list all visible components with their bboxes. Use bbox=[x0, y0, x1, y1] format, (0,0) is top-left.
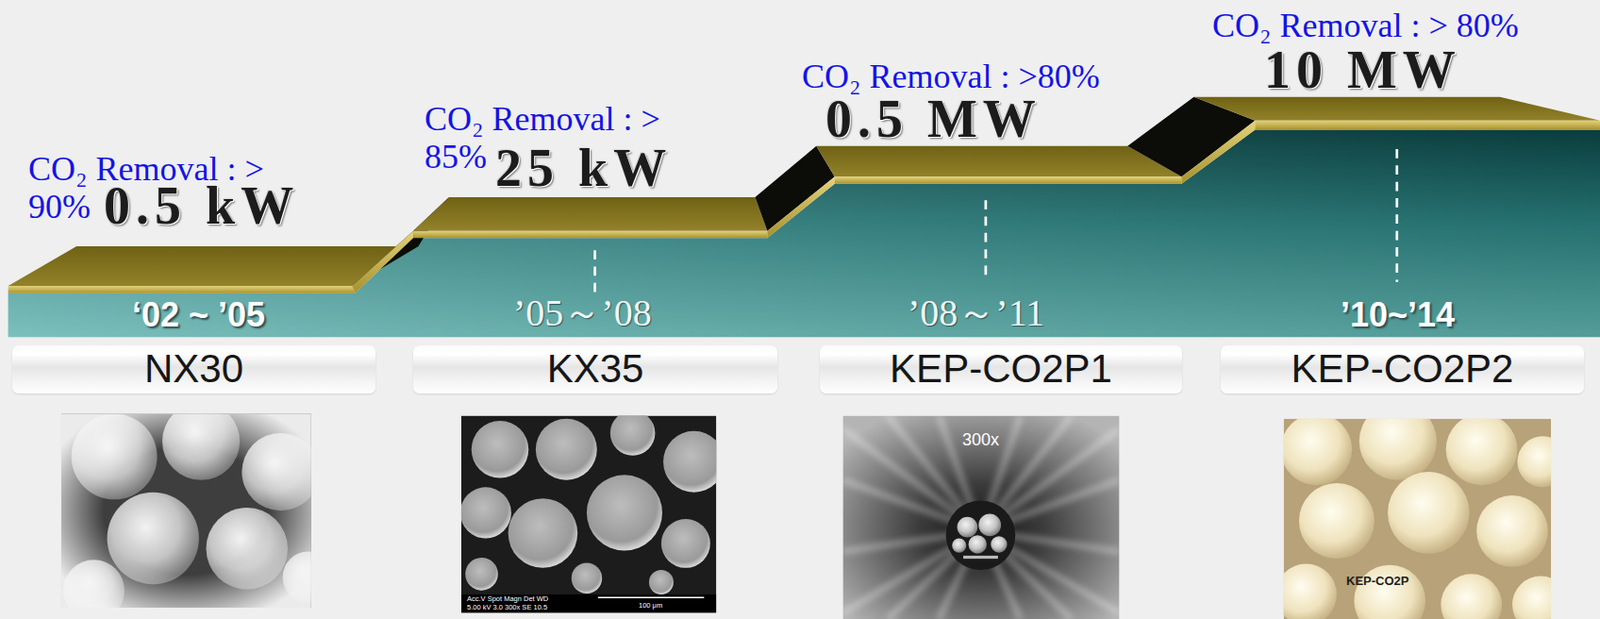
sem-photo-part bbox=[508, 498, 579, 568]
stair-slabs-part bbox=[1254, 120, 1600, 131]
stair-slabs-part bbox=[816, 146, 1182, 177]
bead-photo-part bbox=[1387, 471, 1470, 554]
removal-rate: CO₂ Removal : >80% bbox=[801, 58, 1100, 97]
sem-photo-part bbox=[610, 416, 656, 456]
stair-slabs-part bbox=[8, 285, 356, 294]
sorbent-name: NX30 bbox=[144, 347, 244, 391]
stair-slabs-part bbox=[8, 246, 419, 286]
sem-photo-part bbox=[571, 562, 602, 593]
bead-photo-part bbox=[1512, 576, 1551, 619]
period-label: ’10~’14 bbox=[1340, 296, 1455, 334]
period-label: ’08～’11 bbox=[907, 292, 1045, 334]
zoom-photo-part bbox=[951, 537, 967, 552]
sem-photo-part bbox=[471, 420, 530, 479]
stair-slabs-part bbox=[1182, 120, 1256, 184]
zoom-photo-part bbox=[842, 416, 1119, 619]
zoom-photo-part bbox=[978, 514, 1001, 537]
sem-photo-part bbox=[461, 486, 512, 538]
sem-photo-part bbox=[465, 557, 499, 591]
particle-photo bbox=[61, 413, 312, 608]
stair-slabs-part bbox=[1194, 97, 1600, 121]
bead-photo bbox=[1283, 418, 1551, 619]
stair-slabs bbox=[8, 97, 1600, 294]
zoom-photo-part bbox=[990, 535, 1007, 552]
bead-photo-part bbox=[1446, 418, 1518, 485]
zoom-photo-part bbox=[957, 516, 979, 538]
sem-photo-part bbox=[586, 474, 663, 550]
bead-photo-part bbox=[1353, 565, 1426, 619]
bead-photo-part bbox=[1440, 573, 1502, 619]
stair-slabs-part bbox=[413, 231, 767, 239]
sem-photo bbox=[461, 416, 717, 614]
sorbent-name-tab: KEP-CO2P1 bbox=[819, 345, 1183, 394]
sem-photo-part bbox=[535, 418, 598, 481]
period-label: ‘02 ~ ’05 bbox=[132, 296, 266, 334]
dashed-marker-part bbox=[984, 200, 988, 283]
sem-photo-part bbox=[663, 431, 717, 493]
ground-part bbox=[8, 129, 1600, 337]
sorbent-name: KX35 bbox=[547, 347, 645, 391]
sem-info: 5.00 kV 3.0 300x SE 10.5 bbox=[466, 603, 548, 612]
sorbent-name-tab: NX30 bbox=[12, 345, 376, 394]
removal-rate: CO₂ Removal : > 80% bbox=[1212, 7, 1519, 46]
zoom-photo-part bbox=[963, 555, 999, 559]
sem-photo-part bbox=[649, 569, 674, 595]
particle-photo-part bbox=[61, 413, 312, 608]
bead-photo-part bbox=[1359, 418, 1437, 481]
capacity-label: 0.5 MW bbox=[825, 92, 1042, 146]
sorbent-name-tab: KEP-CO2P2 bbox=[1220, 345, 1584, 394]
stair-slabs-part bbox=[766, 176, 834, 238]
zoom-photo-part-part bbox=[842, 531, 981, 614]
sample-stamp: KEP-CO2P bbox=[1346, 574, 1409, 588]
bead-photo-part bbox=[1299, 483, 1375, 559]
dashed-marker-part bbox=[593, 250, 597, 292]
dashed-marker bbox=[595, 149, 1398, 293]
dashed-marker-part bbox=[1395, 149, 1399, 283]
sem-photo-part bbox=[661, 518, 711, 568]
scale-bar-label: 100 μm bbox=[638, 601, 663, 610]
zoom-photo-part bbox=[967, 534, 986, 553]
zoom-photo-part-part bbox=[980, 531, 1071, 619]
zoom-photo-part bbox=[946, 500, 1017, 570]
bead-photo-part bbox=[1283, 564, 1337, 619]
stair-slabs-part bbox=[351, 197, 450, 286]
stair-slabs-part bbox=[834, 176, 1183, 184]
ground-part bbox=[8, 129, 1600, 337]
bead-photo-part bbox=[1516, 435, 1551, 487]
capacity-label: 0.5 kW bbox=[103, 179, 300, 233]
sorbent-name: KEP-CO2P2 bbox=[1291, 347, 1515, 391]
sorbent-name-tab: KX35 bbox=[413, 345, 778, 394]
magnification-label: 300x bbox=[962, 431, 1000, 450]
period-label: ’05～’08 bbox=[513, 292, 652, 334]
stair-slabs-part bbox=[413, 197, 767, 232]
capacity-label: 25 kW bbox=[495, 141, 672, 195]
stair-slabs-part bbox=[351, 231, 414, 294]
sem-info: Acc.V Spot Magn Det WD bbox=[466, 595, 549, 603]
zoom-photo bbox=[842, 416, 1119, 619]
sorbent-name: KEP-CO2P1 bbox=[889, 347, 1113, 391]
capacity-label: 10 MW bbox=[1264, 43, 1462, 97]
ground bbox=[8, 129, 1600, 337]
sem-photo-part bbox=[461, 594, 717, 613]
bead-photo-part bbox=[1476, 495, 1549, 567]
particle-photo-part bbox=[61, 413, 312, 608]
zoom-photo-part bbox=[842, 416, 1119, 619]
bead-photo-part bbox=[1283, 418, 1352, 485]
sem-photo-part bbox=[598, 597, 704, 599]
